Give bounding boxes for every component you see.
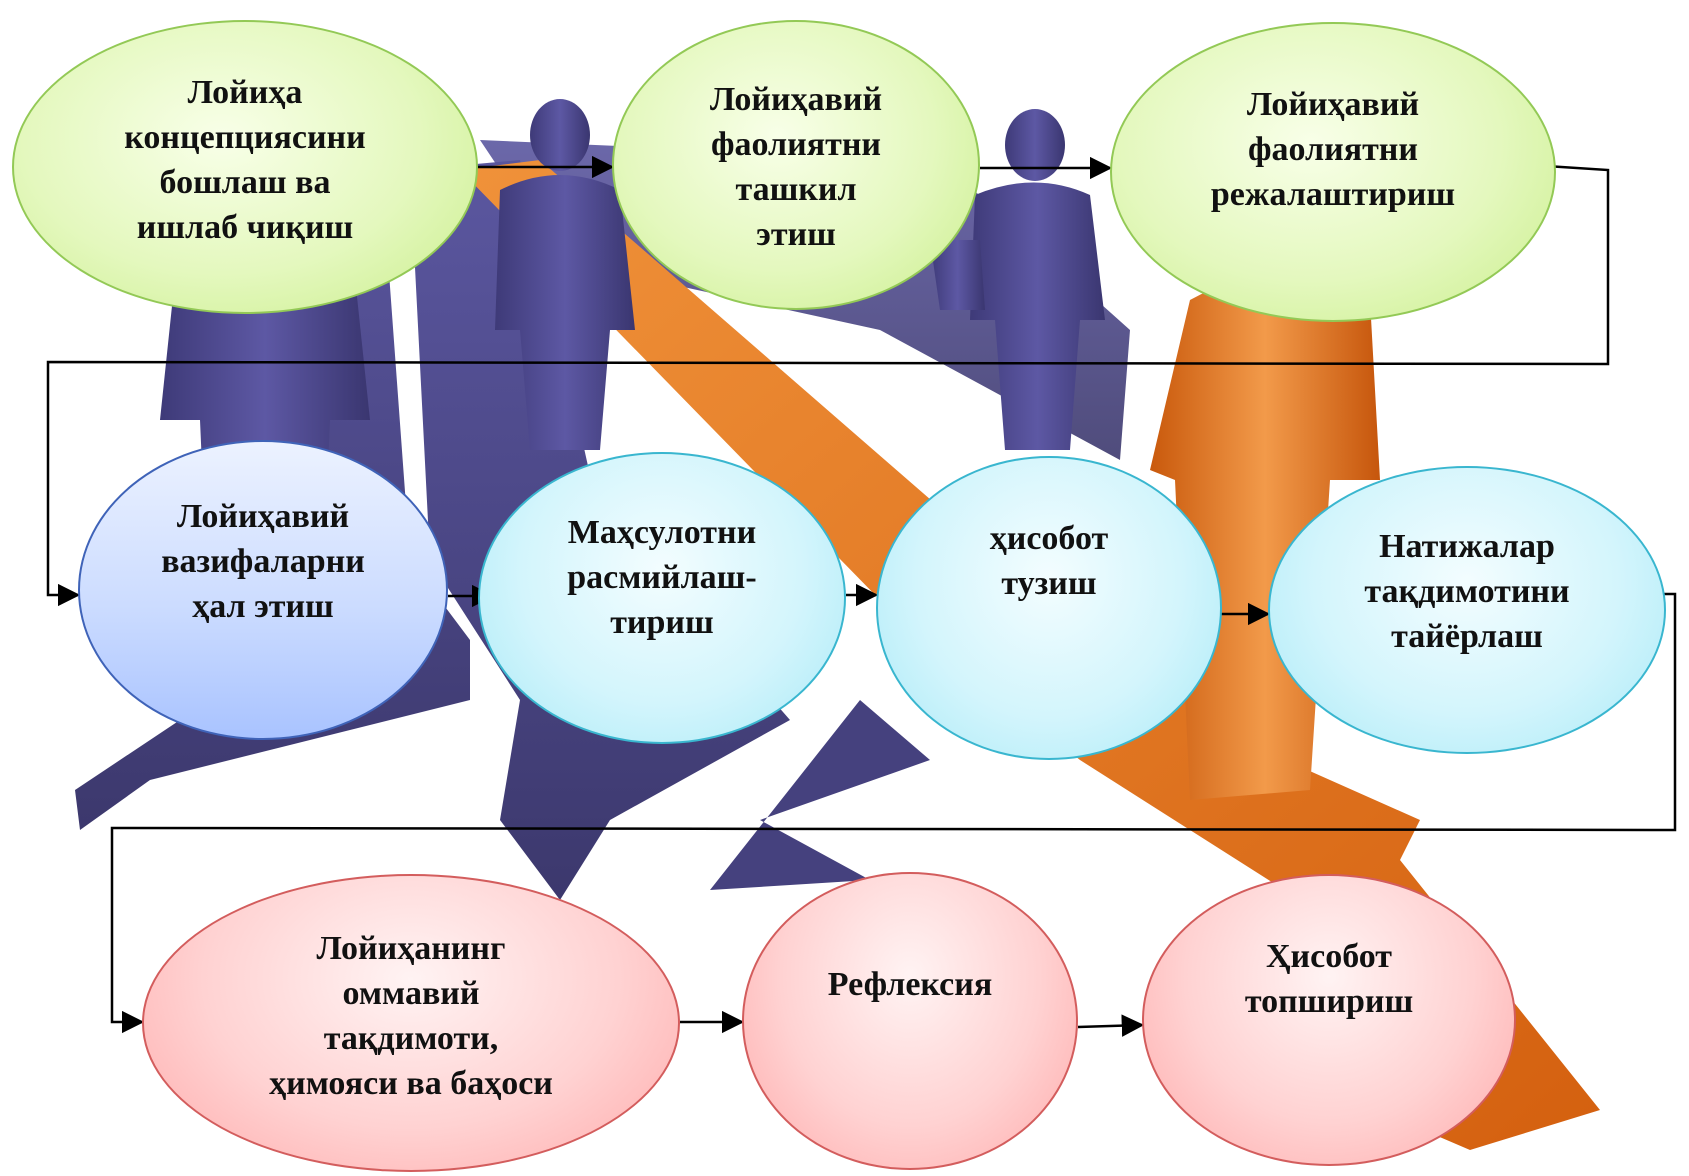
node-organize-activity-text: Лойиҳавий фаолиятни ташкил этиш: [709, 81, 883, 253]
node-prepare-presentation-text: Натижалар тақдимотини тайёрлаш: [1364, 528, 1570, 655]
person-figure-icon-2: [495, 99, 635, 450]
node-public-presentation-text: Лойиҳанинг оммавий тақдимоти, ҳимояси ва…: [269, 930, 553, 1102]
node-write-report: ҳисобот тузиш: [876, 456, 1222, 760]
person-figure-icon-4: [930, 240, 985, 310]
purple-arrow-icon-4: [710, 700, 930, 890]
node-submit-report-text: Ҳисобот топшириш: [1244, 938, 1414, 1020]
node-formalize-product-text: Маҳсулотни расмийлаш- тириш: [567, 514, 757, 641]
node-project-concept-text: Лойиҳа концепциясини бошлаш ва ишлаб чиқ…: [124, 74, 366, 246]
node-write-report-text: ҳисобот тузиш: [989, 520, 1109, 602]
person-figure-icon-3: [970, 109, 1105, 450]
node-plan-activity: Лойиҳавий фаолиятни режалаштириш: [1110, 22, 1556, 322]
connector-7-8: [110, 592, 1677, 1034]
node-formalize-product: Маҳсулотни расмийлаш- тириш: [478, 452, 846, 744]
node-solve-tasks-text: Лойиҳавий вазифаларни ҳал этиш: [161, 498, 365, 625]
node-organize-activity: Лойиҳавий фаолиятни ташкил этиш: [612, 20, 980, 310]
node-prepare-presentation: Натижалар тақдимотини тайёрлаш: [1268, 466, 1666, 754]
node-reflection-text: Рефлексия: [827, 966, 993, 1003]
node-plan-activity-text: Лойиҳавий фаолиятни режалаштириш: [1210, 86, 1456, 213]
node-submit-report: Ҳисобот топшириш: [1142, 874, 1516, 1166]
node-public-presentation: Лойиҳанинг оммавий тақдимоти, ҳимояси ва…: [142, 874, 680, 1172]
connector-9-10: [1077, 1014, 1145, 1037]
node-reflection: Рефлексия: [742, 872, 1078, 1170]
node-project-concept: Лойиҳа концепциясини бошлаш ва ишлаб чиқ…: [12, 20, 478, 314]
connector-3-4: [46, 164, 1610, 607]
node-solve-tasks: Лойиҳавий вазифаларни ҳал этиш: [78, 440, 448, 740]
